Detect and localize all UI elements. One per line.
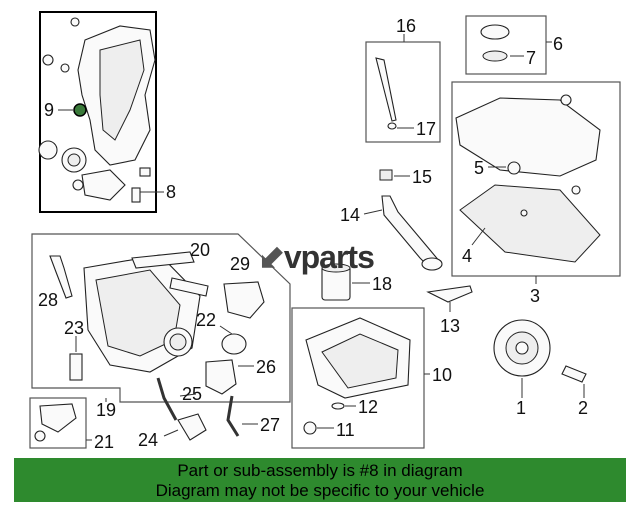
callout-23[interactable]: 23 [64, 318, 84, 338]
brand-name: vparts [283, 239, 375, 275]
callout-11[interactable]: 11 [336, 420, 355, 440]
callout-16[interactable]: 16 [396, 16, 416, 36]
brand-watermark: ⬋vparts [258, 238, 375, 276]
callout-6[interactable]: 6 [553, 34, 563, 54]
callout-20[interactable]: 20 [190, 240, 210, 260]
callout-5[interactable]: 5 [474, 158, 484, 178]
callout-26[interactable]: 26 [256, 357, 276, 377]
parts-diagram: 9 8 16 17 6 7 5 4 3 15 14 18 13 10 [29, 11, 621, 452]
callout-25[interactable]: 25 [182, 384, 202, 404]
callout-10[interactable]: 10 [432, 365, 452, 385]
callout-18[interactable]: 18 [372, 274, 392, 294]
callout-21[interactable]: 21 [94, 432, 114, 452]
callout-28[interactable]: 28 [38, 290, 58, 310]
assembly-8-group[interactable] [38, 11, 157, 213]
callout-29[interactable]: 29 [230, 254, 250, 274]
callout-1[interactable]: 1 [516, 398, 526, 418]
callout-17[interactable]: 17 [416, 119, 436, 139]
callout-3[interactable]: 3 [530, 286, 540, 306]
callout-15[interactable]: 15 [412, 167, 432, 187]
callout-22[interactable]: 22 [196, 310, 216, 330]
callout-7[interactable]: 7 [526, 48, 536, 68]
callout-14[interactable]: 14 [340, 205, 360, 225]
callout-2[interactable]: 2 [578, 398, 588, 418]
callout-19[interactable]: 19 [96, 400, 116, 420]
brand-mark-icon: ⬋ [258, 239, 285, 275]
footer-line-2: Diagram may not be specific to your vehi… [155, 481, 485, 500]
callout-4[interactable]: 4 [462, 246, 472, 266]
footer-notice: Part or sub-assembly is #8 in diagram Di… [14, 458, 626, 502]
footer-line-1: Part or sub-assembly is #8 in diagram [177, 461, 463, 480]
callout-12[interactable]: 12 [358, 397, 378, 417]
callout-13[interactable]: 13 [440, 316, 460, 336]
seal-9[interactable] [73, 103, 87, 117]
callout-8[interactable]: 8 [166, 182, 176, 202]
callout-9[interactable]: 9 [44, 100, 54, 120]
callout-24[interactable]: 24 [138, 430, 158, 450]
callout-27[interactable]: 27 [260, 415, 280, 435]
